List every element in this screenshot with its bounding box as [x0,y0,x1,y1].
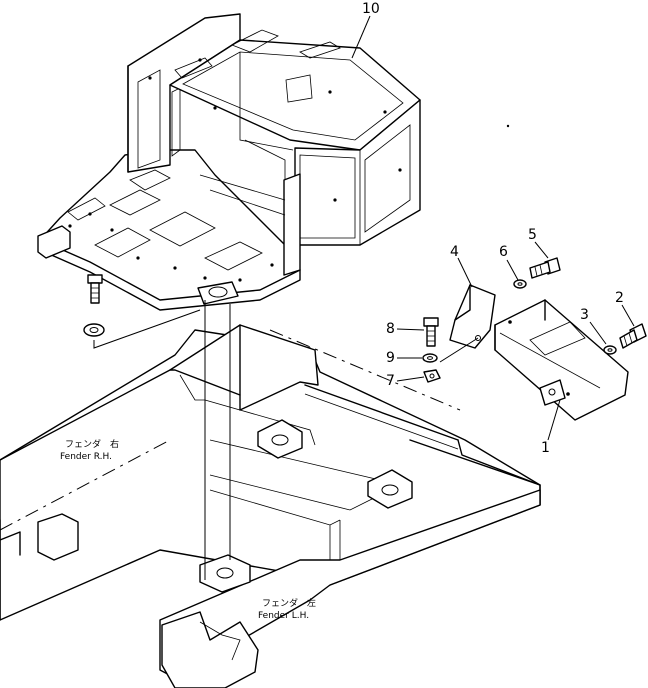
callout-8: 8 [386,321,395,337]
bolt-part-2 [619,323,647,349]
washer-part-3 [603,345,617,355]
callout-3: 3 [580,307,589,323]
callout-7: 7 [386,373,395,389]
washer-part-6 [513,279,527,289]
callout-1: 1 [541,440,550,456]
callout-10: 10 [362,1,380,17]
callout-2: 2 [615,290,624,306]
floor-frame [37,13,421,311]
washer-part-9 [422,353,438,363]
fender-left [159,489,541,688]
bolt-part-8 [423,317,439,347]
callout-4: 4 [450,244,459,260]
floor-mount-bolt [83,274,201,349]
callout-5: 5 [528,227,537,243]
fender-lh-label-jp: フェンダ 左 [262,597,316,609]
fender-rh-label-jp: フェンダ 右 [65,438,119,450]
fender-lh-label-en: Fender L.H. [258,611,309,621]
bracket-part-4 [439,284,496,363]
bolt-part-5 [529,257,561,279]
callout-9: 9 [386,350,395,366]
cover-part-1 [494,299,629,421]
callout-6: 6 [499,244,508,260]
fender-rh-label-en: Fender R.H. [60,452,112,462]
nut-part-7 [423,369,441,383]
